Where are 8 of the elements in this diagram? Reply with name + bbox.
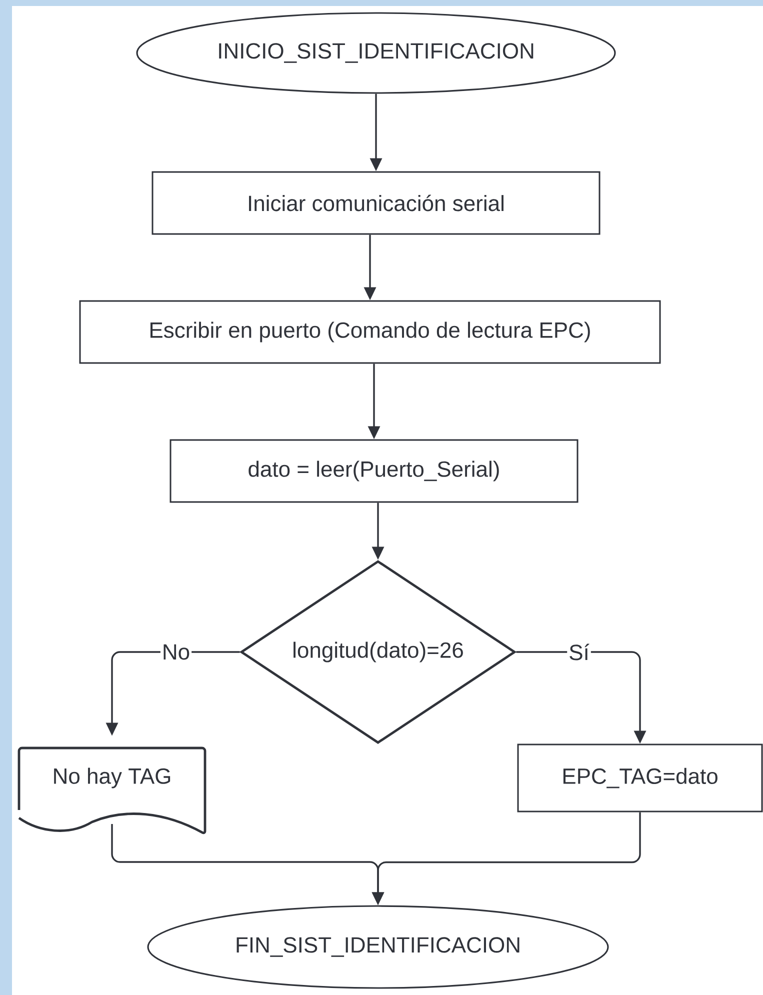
- process-box: Escribir en puerto (Comando de lectura EPC): [79, 300, 661, 364]
- terminal-oval: INICIO_SIST_IDENTIFICACION: [136, 12, 616, 94]
- edge-label: No: [160, 642, 192, 662]
- process-box: dato = leer(Puerto_Serial): [170, 439, 578, 503]
- terminal-oval: FIN_SIST_IDENTIFICACION: [147, 905, 609, 989]
- process-box: Iniciar comunicación serial: [152, 171, 600, 235]
- process-box: EPC_TAG=dato: [517, 744, 763, 812]
- edge-label: Sí: [567, 642, 591, 662]
